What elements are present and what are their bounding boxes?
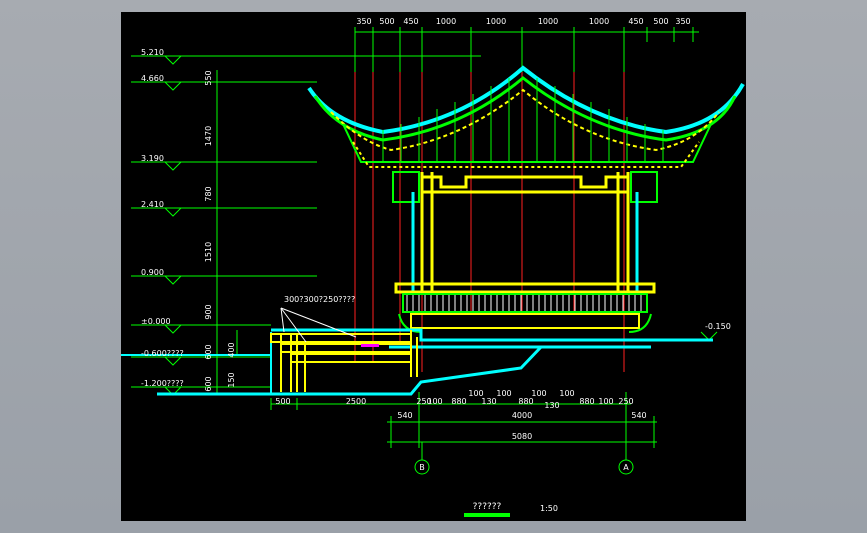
balustrade (394, 282, 656, 333)
bottom-dimension-label: 880 (451, 397, 466, 406)
top-dimension-label: 500 (653, 17, 668, 26)
bottom-dimension-label: 130 (544, 401, 559, 410)
vertical-dimension-label: 600 (204, 344, 213, 359)
top-dimension-label: 1000 (589, 17, 609, 26)
top-dimension-label: 500 (379, 17, 394, 26)
bottom-dimension-label: 250 (618, 397, 633, 406)
right-elevation-label: -0.150 (705, 322, 731, 331)
vertical-dimension-label: 400 (227, 342, 236, 357)
bottom-dimension-label: 540 (631, 411, 646, 420)
elevation-label: ±0.000 (141, 317, 171, 326)
bottom-dimension-label: 880 (518, 397, 533, 406)
bottom-dimension-label: 100 (427, 397, 442, 406)
top-dimension-label: 1000 (538, 17, 558, 26)
elevation-label: 5.210 (141, 48, 164, 57)
corner-brackets (392, 171, 658, 203)
top-dimension-label: 1000 (486, 17, 506, 26)
roof (307, 65, 745, 168)
lintel-frieze (421, 175, 629, 194)
bottom-dimension-label: 100 (468, 389, 483, 398)
drawing-canvas[interactable]: 350 500 450 1000 1000 1000 1000 450 500 350 5.210 4… (121, 12, 746, 521)
elevation-label: 3.190 (141, 154, 164, 163)
title-underline (464, 513, 510, 517)
pavilion-section-drawing[interactable]: 350 500 450 1000 1000 1000 1000 450 500 350 5.210 4… (121, 12, 746, 521)
bottom-dimension-label: 100 (496, 389, 511, 398)
vertical-dimension-label: 1510 (204, 242, 213, 262)
elevation-label: 2.410 (141, 200, 164, 209)
top-dimension-label: 350 (356, 17, 371, 26)
entry-steps (270, 330, 418, 392)
step-annotation: 300?300?250???? (284, 295, 355, 304)
vertical-dimension-label: 600 (204, 376, 213, 391)
elevation-label: 0.900 (141, 268, 164, 277)
drawing-title: ?????? (473, 502, 502, 512)
elevation-label: -1.200???? (141, 379, 184, 388)
grid-axis-b-label: B (419, 463, 425, 472)
roof-tiles (382, 78, 664, 162)
bottom-dimension-label: 250 (416, 397, 431, 406)
elevation-label: -0.600???? (141, 349, 184, 358)
elevation-level-lines (131, 55, 481, 394)
elevation-markers (164, 55, 718, 396)
bottom-dimension-label: 130 (481, 397, 496, 406)
center-lines (354, 27, 625, 372)
bottom-dimension-label: 500 (275, 397, 290, 406)
vertical-dimension-label: 1470 (204, 126, 213, 146)
annotation-leaders (280, 307, 357, 343)
bottom-dimension-lines (270, 392, 657, 448)
elevation-label: 4.660 (141, 74, 164, 83)
bottom-dimension-label: 540 (397, 411, 412, 420)
grid-axis-lines (414, 442, 634, 475)
outer-wall (411, 192, 639, 292)
total-dimension-label: 5080 (512, 432, 532, 441)
bottom-dimension-label: 100 (531, 389, 546, 398)
top-dimension-label: 450 (628, 17, 643, 26)
vertical-dimension-label: 150 (227, 372, 236, 387)
drawing-labels: 350 500 450 1000 1000 1000 1000 450 500 350 5.210 4… (141, 17, 731, 513)
top-dimension-label: 1000 (436, 17, 456, 26)
bottom-dimension-label: 100 (598, 397, 613, 406)
vertical-dimension-label: 550 (204, 70, 213, 85)
magenta-marker (361, 344, 379, 347)
top-dimension-lines (354, 27, 699, 72)
ground-platform (121, 328, 713, 396)
bottom-dimension-label: 4000 (512, 411, 532, 420)
top-dimension-label: 450 (403, 17, 418, 26)
bottom-dimension-label: 2500 (346, 397, 366, 406)
vertical-dimension-label: 780 (204, 186, 213, 201)
bottom-dimension-label: 100 (559, 389, 574, 398)
columns (420, 172, 630, 294)
vertical-dimension-label: 900 (204, 304, 213, 319)
top-dimension-label: 350 (675, 17, 690, 26)
grid-axis-a-label: A (623, 463, 629, 472)
bottom-dimension-label: 880 (579, 397, 594, 406)
drawing-scale: 1:50 (540, 504, 558, 513)
